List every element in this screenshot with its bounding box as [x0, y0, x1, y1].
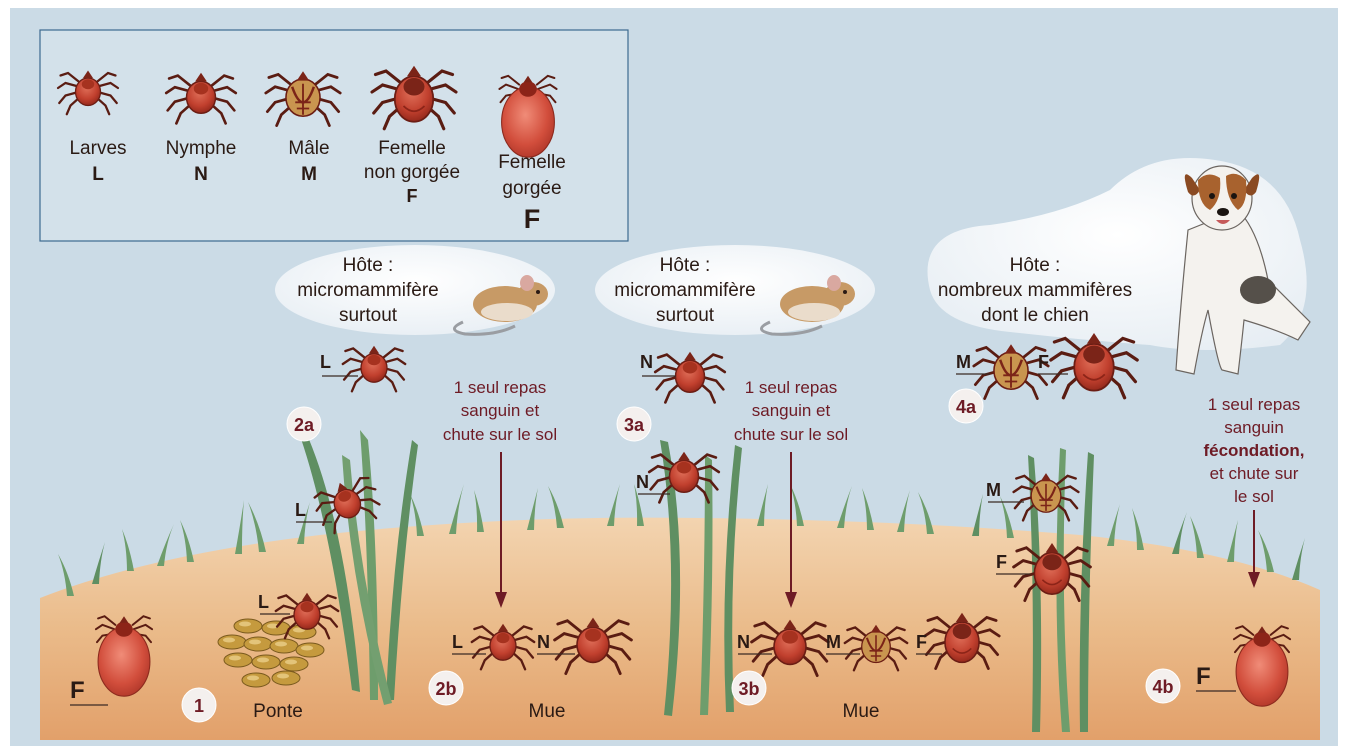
- letter-F-stage3: F: [916, 632, 927, 652]
- mue-label-2: Mue: [843, 701, 880, 722]
- legend-label-non-gorgee: non gorgée: [364, 162, 460, 183]
- letter-M-host: M: [956, 352, 971, 372]
- egg-highlight: [239, 622, 251, 627]
- mue-label-1: Mue: [529, 701, 566, 722]
- legend-code-male: M: [301, 164, 317, 185]
- host-cloud-2: Hôte : micromammifère surtout: [595, 245, 875, 335]
- letter-N-stage3: N: [737, 632, 750, 652]
- step-badge-4a: 4a: [949, 389, 983, 423]
- legend-code-femelle-1: F: [407, 186, 418, 206]
- host-2-line2: micromammifère: [614, 280, 755, 301]
- letter-L-grass: L: [295, 500, 306, 520]
- step-badge-1: 1: [182, 688, 216, 722]
- legend-code-larves: L: [92, 164, 104, 185]
- blood-meal-2-line1: 1 seul repas: [745, 378, 838, 397]
- step-1-text: 1: [194, 696, 204, 716]
- letter-M-stage3: M: [826, 632, 841, 652]
- host-3-line1: Hôte :: [1010, 255, 1061, 276]
- step-4a-text: 4a: [956, 397, 977, 417]
- egg-highlight: [249, 640, 261, 645]
- blood-meal-3-line2: sanguin: [1224, 418, 1284, 437]
- host-cloud-1: Hôte : micromammifère surtout: [275, 245, 555, 335]
- legend-label-femelle-2: Femelle: [498, 152, 566, 173]
- host-1-line3: surtout: [339, 305, 398, 326]
- step-4b-text: 4b: [1152, 677, 1173, 697]
- letter-N-molt: N: [537, 632, 550, 652]
- letter-L-eggs: L: [258, 592, 269, 612]
- legend-code-nymphe: N: [194, 164, 208, 185]
- egg-highlight: [277, 674, 289, 679]
- legend-label-male: Mâle: [288, 138, 329, 159]
- soil-ground: [40, 518, 1320, 740]
- blood-meal-1-line2: sanguin et: [461, 401, 540, 420]
- letter-F-host: F: [1038, 352, 1049, 372]
- step-badge-3a: 3a: [617, 407, 651, 441]
- host-3-line2: nombreux mammifères: [938, 280, 1132, 301]
- legend-label-femelle-1: Femelle: [378, 138, 446, 159]
- legend-box: Larves L Nymphe N Mâle M Femelle non gor…: [40, 30, 628, 241]
- blood-meal-1-line3: chute sur le sol: [443, 425, 557, 444]
- blood-meal-2-line3: chute sur le sol: [734, 425, 848, 444]
- letter-F-stage1: F: [70, 677, 85, 704]
- letter-L-molt: L: [452, 632, 463, 652]
- egg-highlight: [301, 646, 313, 651]
- letter-L-host: L: [320, 352, 331, 372]
- host-2-line1: Hôte :: [660, 255, 711, 276]
- step-badge-4b: 4b: [1146, 669, 1180, 703]
- legend-label-gorgee: gorgée: [502, 178, 561, 199]
- host-2-line3: surtout: [656, 305, 715, 326]
- blood-meal-1-line1: 1 seul repas: [454, 378, 547, 397]
- letter-F-grass: F: [996, 552, 1007, 572]
- egg-highlight: [223, 638, 235, 643]
- step-3b-text: 3b: [738, 679, 759, 699]
- egg-highlight: [285, 660, 297, 665]
- step-2b-text: 2b: [435, 679, 456, 699]
- ponte-label: Ponte: [253, 701, 303, 722]
- blood-meal-3-line5: le sol: [1234, 487, 1274, 506]
- step-badge-3b: 3b: [732, 671, 766, 705]
- host-1-line2: micromammifère: [297, 280, 438, 301]
- legend-code-femelle-2: F: [524, 204, 541, 234]
- host-3-line3: dont le chien: [981, 305, 1089, 326]
- host-1-line1: Hôte :: [343, 255, 394, 276]
- step-2a-text: 2a: [294, 415, 315, 435]
- egg-highlight: [275, 642, 287, 647]
- step-badge-2a: 2a: [287, 407, 321, 441]
- letter-N-grass: N: [636, 472, 649, 492]
- blood-meal-3-line3: fécondation,: [1203, 441, 1304, 460]
- letter-F-stage4: F: [1196, 663, 1211, 690]
- egg-highlight: [229, 656, 241, 661]
- letter-M-grass: M: [986, 480, 1001, 500]
- step-3a-text: 3a: [624, 415, 645, 435]
- letter-N-host: N: [640, 352, 653, 372]
- legend-label-larves: Larves: [69, 138, 126, 159]
- legend-label-nymphe: Nymphe: [166, 138, 237, 159]
- blood-meal-3-line1: 1 seul repas: [1208, 395, 1301, 414]
- blood-meal-3-line4: et chute sur: [1210, 464, 1299, 483]
- egg-highlight: [247, 676, 259, 681]
- egg-highlight: [257, 658, 269, 663]
- blood-meal-2-line2: sanguin et: [752, 401, 831, 420]
- step-badge-2b: 2b: [429, 671, 463, 705]
